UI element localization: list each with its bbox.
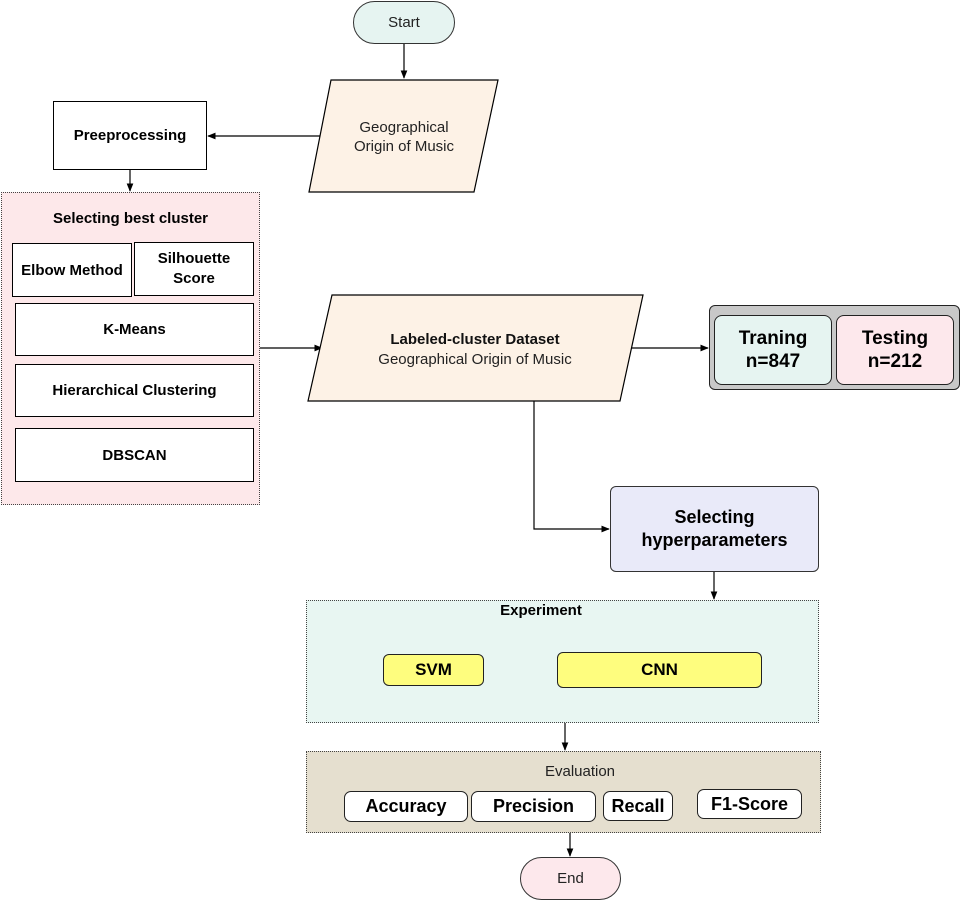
recall-label: Recall: [611, 795, 665, 816]
arrow-labeled-to-hyper: [533, 401, 610, 533]
input-dataset-line2: Origin of Music: [354, 138, 455, 155]
elbow-method-box: Elbow Method: [12, 243, 132, 297]
silhouette-label-line1: Silhouette: [157, 250, 231, 267]
hyperparameters-line2: hyperparameters: [641, 530, 788, 550]
labeled-dataset-line1: Labeled-cluster Dataset: [390, 331, 559, 348]
cluster-selection-title: Selecting best cluster: [1, 205, 260, 231]
experiment-title: Experiment: [306, 599, 776, 621]
end-terminal: End: [520, 857, 621, 900]
svm-label: SVM: [415, 660, 452, 679]
kmeans-label: K-Means: [103, 321, 166, 338]
precision-label: Precision: [492, 796, 575, 816]
cnn-label: CNN: [641, 660, 678, 679]
training-set-box: Traning n=847: [714, 315, 832, 385]
silhouette-label-line2: Score: [173, 270, 215, 287]
accuracy-label: Accuracy: [365, 796, 447, 816]
labeled-dataset-shape: [307, 294, 644, 402]
preprocessing-label: Preeprocessing: [73, 127, 187, 144]
experiment-title-text: Experiment: [500, 601, 582, 619]
testing-set-box: Testing n=212: [836, 315, 954, 385]
elbow-method-label: Elbow Method: [21, 261, 123, 279]
hierarchical-label: Hierarchical Clustering: [52, 382, 217, 399]
f1-score-box: F1-Score: [697, 789, 802, 819]
input-dataset-shape: [308, 79, 499, 193]
evaluation-title-text: Evaluation: [544, 762, 616, 780]
testing-label: Testing: [861, 328, 929, 349]
testing-count: n=212: [867, 351, 923, 372]
hyperparameters-line1: Selecting: [674, 507, 755, 527]
start-terminal: Start: [353, 1, 455, 44]
recall-box: Recall: [603, 791, 673, 821]
training-label: Traning: [738, 328, 808, 349]
evaluation-title: Evaluation: [500, 760, 660, 782]
svm-box: SVM: [383, 654, 484, 686]
end-label: End: [557, 870, 584, 887]
kmeans-box: K-Means: [15, 303, 254, 356]
cluster-selection-title-text: Selecting best cluster: [52, 209, 209, 227]
preprocessing-box: Preeprocessing: [53, 101, 207, 170]
accuracy-box: Accuracy: [344, 791, 468, 822]
cnn-box: CNN: [557, 652, 762, 688]
hierarchical-clustering-box: Hierarchical Clustering: [15, 364, 254, 417]
start-label: Start: [388, 14, 420, 31]
input-dataset-line1: Geographical: [359, 119, 448, 136]
precision-box: Precision: [471, 791, 596, 822]
training-count: n=847: [745, 351, 801, 372]
labeled-dataset-line2: Geographical Origin of Music: [378, 351, 572, 368]
dbscan-label: DBSCAN: [102, 446, 167, 464]
hyperparameters-box: Selecting hyperparameters: [610, 486, 819, 572]
dbscan-box: DBSCAN: [15, 428, 254, 482]
silhouette-score-box: Silhouette Score: [134, 242, 254, 296]
f1-score-label: F1-Score: [710, 793, 789, 814]
